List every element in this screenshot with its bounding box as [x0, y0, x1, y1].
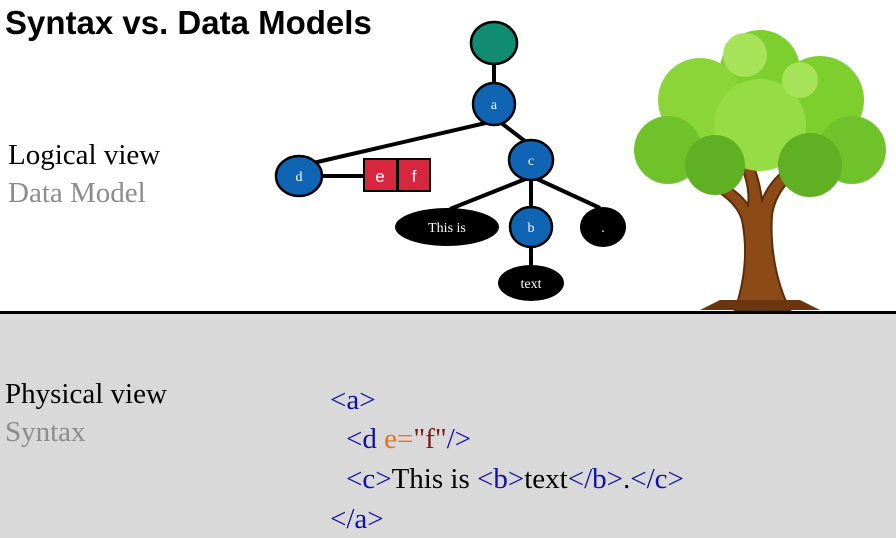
node-dot-label: . [601, 221, 605, 236]
foliage-low-right [778, 133, 842, 197]
node-a-label: a [491, 98, 498, 113]
physical-view-label: Physical view [5, 378, 167, 410]
code-c-open: <c> [346, 463, 392, 495]
logical-view-label: Logical view [8, 139, 161, 171]
code-line-3: <c>This is <b>text</b>.</c> [346, 463, 684, 496]
foliage-highlight-2 [782, 62, 818, 98]
physical-view-panel [0, 314, 896, 538]
data-model-label: Data Model [8, 177, 146, 209]
foliage-far-left [634, 116, 702, 184]
node-text-label: text [521, 277, 542, 292]
tree-illustration [634, 30, 886, 311]
code-line-1: <a> [330, 384, 376, 417]
code-b-open: <b> [477, 463, 525, 495]
divider-line [0, 311, 896, 314]
code-attr: e= [384, 423, 414, 455]
code-text-3: . [623, 463, 631, 495]
tree-edges [299, 62, 601, 265]
code-text-2: text [524, 463, 568, 495]
node-d-label: d [296, 170, 303, 185]
node-e-label: e [375, 167, 384, 186]
edge-c-dot [534, 176, 601, 210]
code-c-close: </c> [630, 463, 684, 495]
code-attr-value: "f" [413, 423, 447, 455]
code-a-close: </a> [330, 503, 384, 535]
code-line-4: </a> [330, 503, 384, 536]
code-d-close: /> [446, 423, 472, 455]
foliage-highlight [723, 33, 767, 77]
node-text [498, 265, 564, 301]
page-title: Syntax vs. Data Models [5, 4, 372, 41]
edge-a-d [299, 120, 491, 168]
tree-roots [700, 300, 820, 310]
code-a-open: <a> [330, 384, 376, 416]
node-c-label: c [528, 154, 534, 169]
node-this-is [395, 208, 499, 246]
code-b-close: </b> [567, 463, 623, 495]
root-node [469, 20, 519, 66]
node-c [507, 138, 555, 182]
syntax-label: Syntax [5, 416, 86, 448]
node-this-is-label: This is [428, 221, 466, 236]
node-f-label: f [412, 167, 417, 186]
code-line-2: <d e="f"/> [346, 423, 471, 456]
edge-c-thisis [449, 176, 529, 211]
node-b-label: b [528, 221, 535, 236]
node-b [508, 205, 554, 249]
node-a [471, 81, 517, 127]
code-text-1: This is [391, 463, 477, 495]
code-d-open: <d [346, 423, 385, 455]
node-dot [580, 207, 626, 247]
node-f [397, 158, 431, 192]
foliage-low-left [685, 135, 745, 195]
node-d [274, 154, 324, 198]
